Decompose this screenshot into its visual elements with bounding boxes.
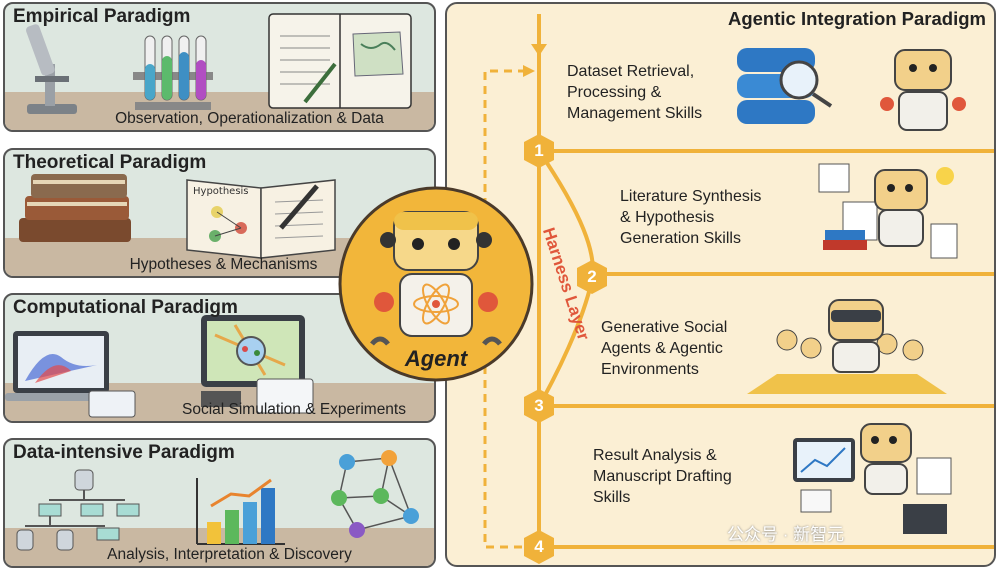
skill-text-2: Literature Synthesis & Hypothesis Genera… xyxy=(620,188,762,247)
step-badge-1 xyxy=(524,134,554,168)
computational-illustration xyxy=(5,315,314,418)
paradigm-caption: Hypotheses & Mechanisms xyxy=(129,256,318,273)
step-badge-2 xyxy=(577,260,607,294)
laptop-icon xyxy=(5,331,123,401)
agent-robot-icon xyxy=(370,211,502,346)
step-number-1: 1 xyxy=(534,141,544,160)
open-book-icon xyxy=(186,179,336,259)
data-intensive-illustration xyxy=(16,450,419,551)
agentic-integration-panel: Agentic Integration Paradigm Dataset Ret… xyxy=(445,2,996,567)
network-graph-icon xyxy=(331,450,419,538)
tablet-icon xyxy=(88,390,136,418)
database-icon xyxy=(737,48,833,124)
integration-title: Agentic Integration Paradigm xyxy=(727,8,986,29)
skill-text-3: Generative Social Agents & Agentic Envir… xyxy=(601,319,728,378)
paradigm-title: Computational Paradigm xyxy=(13,297,238,318)
watermark: 公众号 · 新智元 xyxy=(727,525,845,544)
books-stack-icon xyxy=(19,174,131,242)
data-intensive-paradigm-panel: Data-intensive Paradigm Analysis, Interp… xyxy=(3,438,436,568)
microscope-icon xyxy=(25,24,77,114)
paradigm-title: Theoretical Paradigm xyxy=(13,152,207,173)
paradigm-title: Data-intensive Paradigm xyxy=(13,442,235,463)
step-number-3: 3 xyxy=(534,396,544,415)
test-tubes-icon xyxy=(133,35,213,110)
skill-text-4: Result Analysis & Manuscript Drafting Sk… xyxy=(593,447,732,506)
theoretical-illustration: Hypothesis xyxy=(19,174,336,259)
step-number-4: 4 xyxy=(534,537,544,556)
simulation-monitor-icon xyxy=(201,315,314,414)
paradigm-caption: Observation, Operationalization & Data xyxy=(115,110,384,127)
step-number-2: 2 xyxy=(587,267,597,286)
flow-lines xyxy=(483,14,994,564)
analysis-icon xyxy=(793,423,952,534)
robot-icon xyxy=(880,49,966,131)
literature-icon xyxy=(818,163,958,259)
social-agents-icon xyxy=(747,299,947,394)
empirical-paradigm-panel: Empirical Paradigm Observation, Operatio… xyxy=(3,2,436,132)
step-badge-3 xyxy=(524,389,554,423)
agent-circle: Agent xyxy=(338,186,534,382)
notebook-icon xyxy=(268,13,412,109)
step-badge-4 xyxy=(524,530,554,564)
database-tree-icon xyxy=(16,469,140,551)
paradigm-caption: Analysis, Interpretation & Discovery xyxy=(107,546,352,563)
bar-chart-icon xyxy=(196,478,285,545)
skill-text-1: Dataset Retrieval, Processing & Manageme… xyxy=(567,63,703,122)
empirical-illustration xyxy=(25,13,412,114)
paradigm-title: Empirical Paradigm xyxy=(13,6,191,27)
agent-label: Agent xyxy=(404,346,469,371)
computational-paradigm-panel: Computational Paradigm Social Simulation… xyxy=(3,293,436,423)
book-heading: Hypothesis xyxy=(193,186,249,197)
paradigm-caption: Social Simulation & Experiments xyxy=(182,401,406,418)
